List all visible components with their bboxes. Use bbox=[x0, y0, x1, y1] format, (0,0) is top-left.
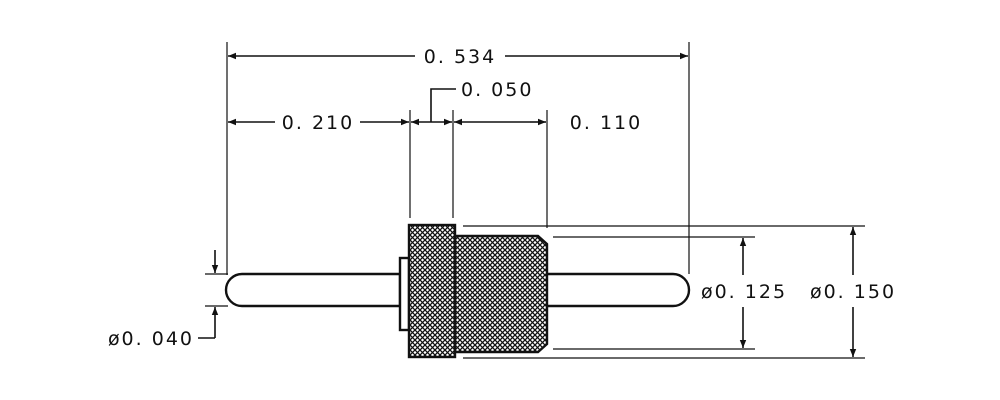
flange-dim-leader bbox=[430, 88, 456, 122]
extension-lines bbox=[205, 42, 865, 359]
left-pin-length-label: 0. 210 bbox=[282, 112, 354, 134]
flange-diameter-label: ø0. 150 bbox=[810, 281, 896, 303]
body-diameter-label: ø0. 125 bbox=[701, 281, 787, 303]
body-length-label: 0. 110 bbox=[570, 112, 642, 134]
flange-width-label: 0. 050 bbox=[461, 79, 533, 101]
body bbox=[453, 234, 549, 354]
dimension-lines bbox=[198, 52, 857, 357]
part-outline bbox=[224, 223, 691, 359]
dimension-labels: 0. 534 0. 210 0. 050 0. 110 ø0. 125 ø0. … bbox=[108, 46, 896, 350]
left-pin bbox=[224, 272, 402, 308]
collar bbox=[398, 256, 411, 332]
flange bbox=[407, 223, 457, 359]
overall-length-label: 0. 534 bbox=[424, 46, 496, 68]
pin-diameter-label: ø0. 040 bbox=[108, 328, 194, 350]
right-pin bbox=[543, 272, 691, 308]
